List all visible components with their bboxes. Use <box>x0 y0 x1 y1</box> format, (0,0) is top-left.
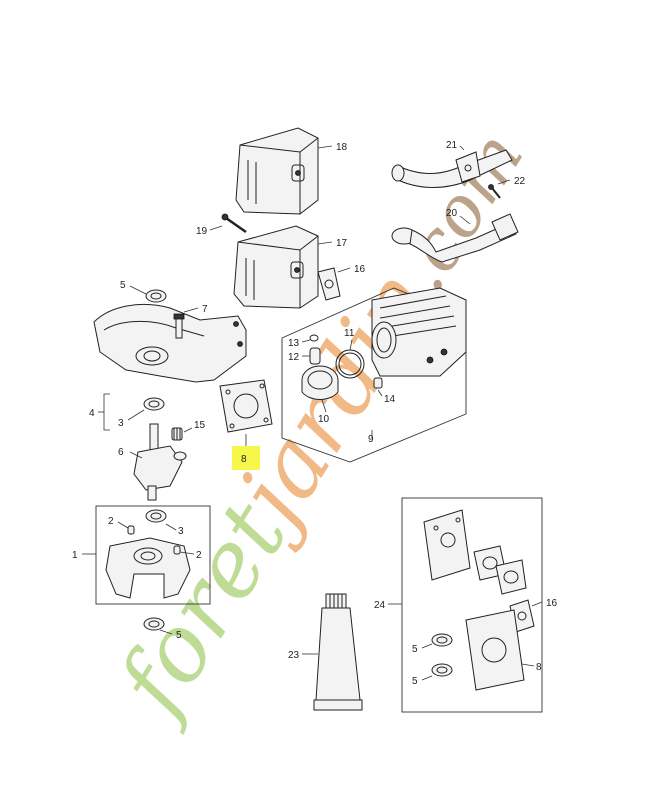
label-24: 24 <box>374 600 386 611</box>
label-3a: 3 <box>118 418 124 429</box>
label-20: 20 <box>446 208 458 219</box>
seal-3-top <box>143 397 165 411</box>
dowel-2-top <box>127 525 135 535</box>
label-5a: 5 <box>120 280 126 291</box>
highlight-8 <box>232 446 260 470</box>
label-21: 21 <box>446 140 458 151</box>
gasket-set-small-2 <box>495 559 527 595</box>
label-23: 23 <box>288 650 300 661</box>
label-11: 11 <box>344 328 355 339</box>
circlip <box>309 334 319 342</box>
gasket-set-frame <box>401 497 543 713</box>
crankcase-half <box>93 303 247 383</box>
label-8b: 8 <box>536 662 542 673</box>
screw-22 <box>488 184 501 199</box>
label-8a: 8 <box>241 454 247 465</box>
screw-14 <box>373 377 383 389</box>
needle-bearing-15 <box>171 427 183 441</box>
dowel-2-right <box>173 545 181 555</box>
piston <box>301 365 339 400</box>
crankshaft <box>133 423 187 501</box>
label-3b: 3 <box>178 526 184 537</box>
label-9: 9 <box>368 434 374 445</box>
crankcase-assy-frame <box>95 505 211 605</box>
label-17: 17 <box>336 238 348 249</box>
cylinder <box>371 287 467 377</box>
gasket-set-seal-1 <box>431 633 453 647</box>
label-14: 14 <box>384 394 396 405</box>
label-2b: 2 <box>196 550 202 561</box>
label-18: 18 <box>336 142 348 153</box>
label-13: 13 <box>288 338 300 349</box>
label-5b: 5 <box>176 630 182 641</box>
label-7: 7 <box>202 304 208 315</box>
label-2a: 2 <box>108 516 114 527</box>
label-16a: 16 <box>354 264 366 275</box>
seal-5-bottom <box>143 617 165 631</box>
intake-manifold-21 <box>391 149 513 188</box>
label-5c: 5 <box>412 644 418 655</box>
screw-19 <box>221 213 247 234</box>
label-6: 6 <box>118 447 124 458</box>
muffler-upper <box>235 127 319 215</box>
muffler-lower <box>233 225 319 309</box>
seal-3-box <box>145 509 167 523</box>
label-1: 1 <box>72 550 78 561</box>
gasket-set-seal-2 <box>431 663 453 677</box>
intake-tube-20 <box>391 213 519 263</box>
piston-pin <box>309 347 321 365</box>
crankcase-assy <box>105 537 191 599</box>
gasket-set-large <box>423 509 471 581</box>
label-19: 19 <box>196 226 208 237</box>
label-5d: 5 <box>412 676 418 687</box>
seal-5-top <box>145 289 167 303</box>
grease-tube <box>313 593 363 711</box>
label-12: 12 <box>288 352 300 363</box>
label-15: 15 <box>194 420 206 431</box>
muffler-gasket <box>317 267 341 301</box>
label-16b: 16 <box>546 598 558 609</box>
cylinder-set-frame <box>281 287 467 463</box>
label-10: 10 <box>318 414 330 425</box>
bolt-7 <box>173 313 185 339</box>
label-4: 4 <box>89 408 95 419</box>
cylinder-gasket <box>219 379 273 433</box>
label-22: 22 <box>514 176 526 187</box>
gasket-set-8 <box>465 609 525 691</box>
